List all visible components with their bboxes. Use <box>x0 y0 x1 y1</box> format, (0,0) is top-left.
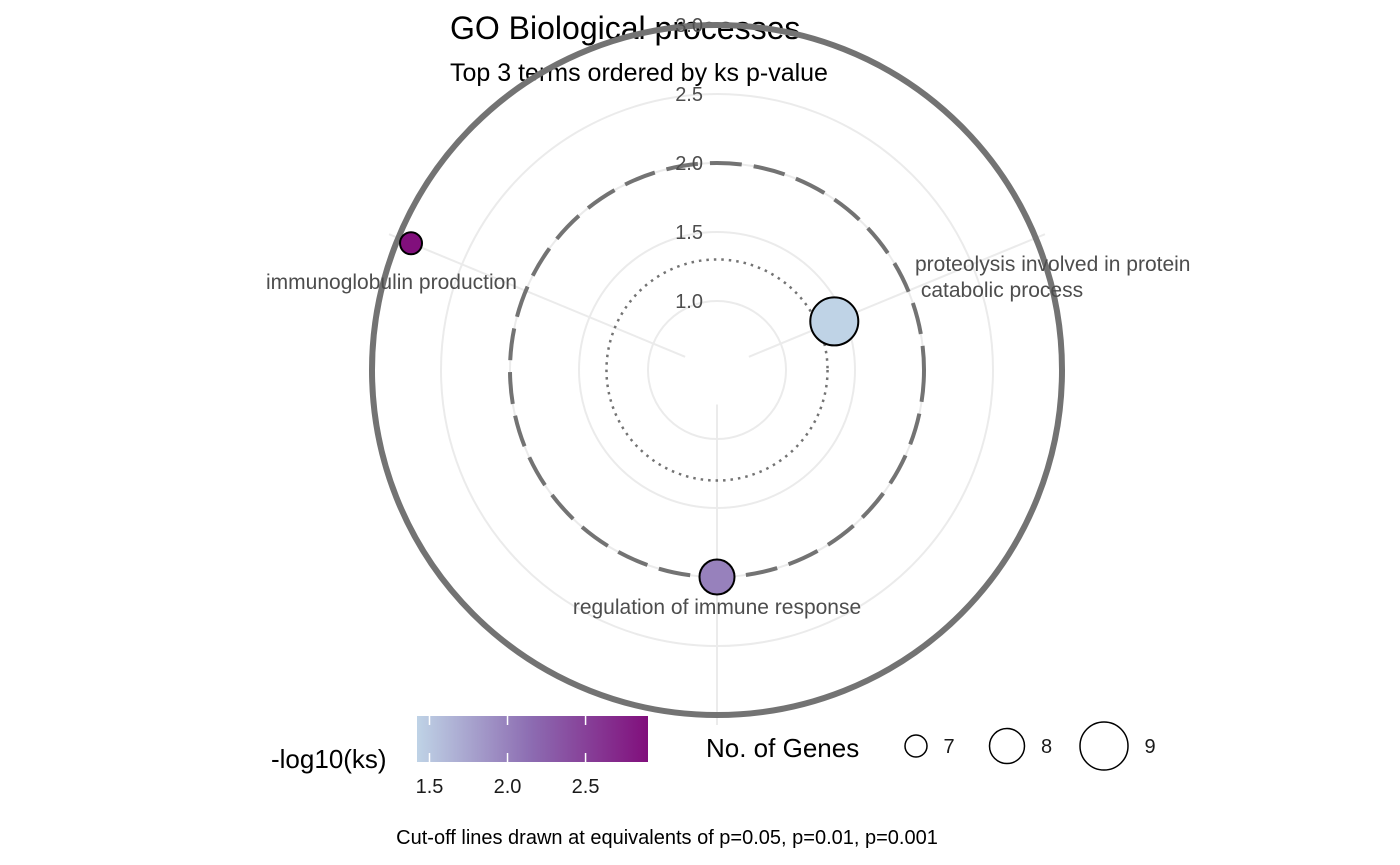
term-point <box>809 296 860 347</box>
size-legend-label: 8 <box>1041 736 1052 758</box>
size-legend-symbol <box>988 727 1026 765</box>
term-point <box>698 558 736 596</box>
color-legend-tick-label: 2.0 <box>494 776 522 798</box>
chart-subtitle: Top 3 terms ordered by ks p-value <box>450 59 828 87</box>
radial-tick-label: 1.5 <box>675 222 703 244</box>
radial-tick-label: 2.5 <box>675 84 703 106</box>
size-legend-symbol <box>1079 721 1129 771</box>
radial-tick-label: 3.0 <box>675 15 703 37</box>
size-legend-label: 9 <box>1144 736 1155 758</box>
color-legend-tick-label: 2.5 <box>572 776 600 798</box>
chart-caption: Cut-off lines drawn at equivalents of p=… <box>396 827 938 849</box>
radial-axis-ticks: 1.0 1.5 2.0 2.5 3.0 <box>675 15 703 313</box>
grid-spoke <box>748 233 1046 358</box>
category-label: proteolysis involved in protein <box>915 253 1190 276</box>
color-legend-title: -log10(ks) <box>271 744 387 774</box>
color-legend: -log10(ks) 1.5 2.0 2.5 <box>271 716 648 798</box>
data-points <box>399 231 860 596</box>
radial-tick-label: 2.0 <box>675 153 703 175</box>
category-labels: proteolysis involved in protein cataboli… <box>266 253 1190 619</box>
size-legend-label: 7 <box>943 736 954 758</box>
cutoff-line-p-0.05 <box>605 258 829 482</box>
color-legend-bar <box>417 716 648 762</box>
color-legend-tick-label: 1.5 <box>416 776 444 798</box>
size-legend-title: No. of Genes <box>706 733 859 763</box>
category-label: regulation of immune response <box>573 596 861 619</box>
radial-tick-label: 1.0 <box>675 291 703 313</box>
category-label: catabolic process <box>915 279 1083 302</box>
cutoff-line-p-0.001 <box>369 22 1065 718</box>
category-label: immunoglobulin production <box>266 271 517 294</box>
term-point <box>399 231 424 256</box>
size-legend: No. of Genes 7 8 9 <box>706 721 1156 771</box>
grid-spoke <box>388 233 686 358</box>
size-legend-symbol <box>904 734 928 758</box>
